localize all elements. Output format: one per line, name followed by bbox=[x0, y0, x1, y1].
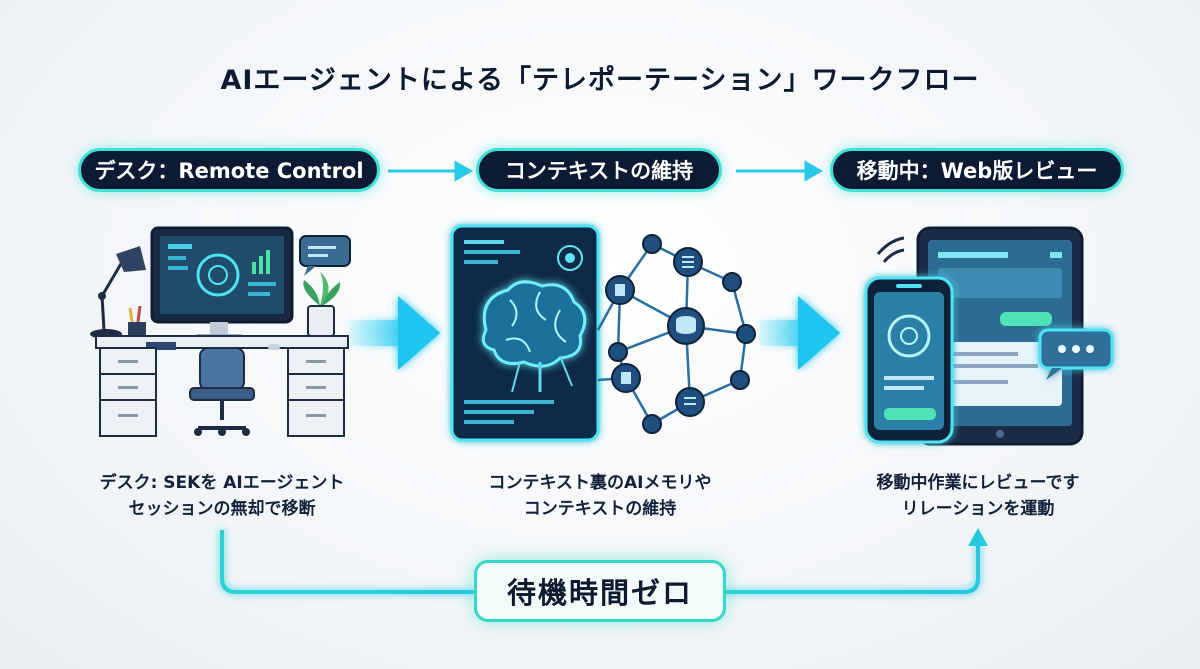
tablet-icon bbox=[916, 226, 1084, 446]
network-nodes bbox=[605, 234, 756, 434]
desk-workstation-icon bbox=[90, 226, 351, 437]
big-arrow-1 bbox=[350, 296, 440, 370]
step-mobile-caption: 移動中作業にレビューです リレーションを運動 bbox=[808, 470, 1148, 522]
step-desk-caption-line2: セッションの無却で移断 bbox=[128, 499, 316, 519]
step-context-caption-line1: コンテキスト裏のAIメモリや bbox=[488, 473, 712, 493]
page-title: AIエージェントによる「テレポーテーション」ワークフロー bbox=[220, 65, 980, 96]
step-desk-caption-line1: デスク: SEKを AIエージェント bbox=[99, 473, 345, 493]
big-arrow-2 bbox=[760, 296, 840, 370]
zero-wait-label: 待機時間ゼロ bbox=[474, 560, 726, 622]
top-arrow-1 bbox=[388, 160, 474, 182]
step-mobile-caption-line2: リレーションを運動 bbox=[901, 499, 1055, 519]
top-arrow-2 bbox=[736, 160, 824, 182]
loop-arrowhead bbox=[968, 528, 988, 546]
step-desk-label: デスク：Remote Control bbox=[78, 148, 380, 192]
chat-bubble-icon bbox=[1038, 328, 1114, 380]
zero-wait-loop bbox=[220, 530, 980, 594]
wifi-icon bbox=[876, 236, 905, 263]
step-context-caption: コンテキスト裏のAIメモリや コンテキストの維持 bbox=[430, 470, 770, 522]
step-desk-caption: デスク: SEKを AIエージェント セッションの無却で移断 bbox=[52, 470, 392, 522]
step-context-label: コンテキストの維持 bbox=[476, 148, 722, 192]
brain-icon bbox=[450, 224, 600, 442]
step-mobile-label: 移動中：Web版レビュー bbox=[830, 148, 1124, 192]
step-mobile-caption-line1: 移動中作業にレビューです bbox=[876, 473, 1080, 493]
smartphone-icon bbox=[864, 276, 954, 444]
step-context-caption-line2: コンテキストの維持 bbox=[523, 499, 677, 519]
